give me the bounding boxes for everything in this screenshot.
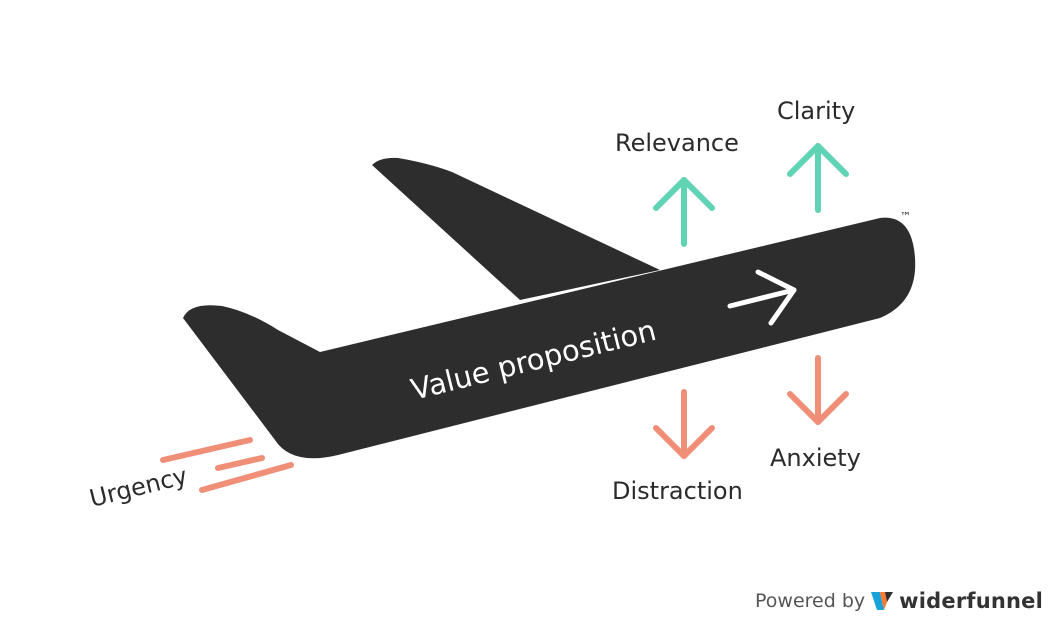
clarity-up-arrow-icon [787, 143, 849, 213]
relevance-label: Relevance [615, 129, 739, 157]
relevance-up-arrow-icon [653, 177, 715, 247]
distraction-down-arrow-icon [653, 389, 715, 459]
airplane-wing [372, 157, 660, 300]
airplane-fuselage [183, 217, 916, 459]
direction-arrow-icon [727, 269, 797, 326]
anxiety-label: Anxiety [770, 444, 861, 472]
widerfunnel-brand-name: widerfunnel [899, 589, 1043, 613]
urgency-speed-lines-icon [160, 437, 294, 493]
widerfunnel-logo-icon [871, 592, 894, 610]
airplane [183, 157, 916, 459]
anxiety-down-arrow-icon [787, 355, 849, 425]
powered-by-text: Powered by [755, 590, 866, 612]
distraction-label: Distraction [612, 477, 743, 505]
trademark-mark: ™ [900, 210, 911, 223]
powered-by-badge: Powered by widerfunnel [755, 589, 1043, 613]
clarity-label: Clarity [777, 97, 855, 125]
urgency-label: Urgency [87, 462, 190, 513]
